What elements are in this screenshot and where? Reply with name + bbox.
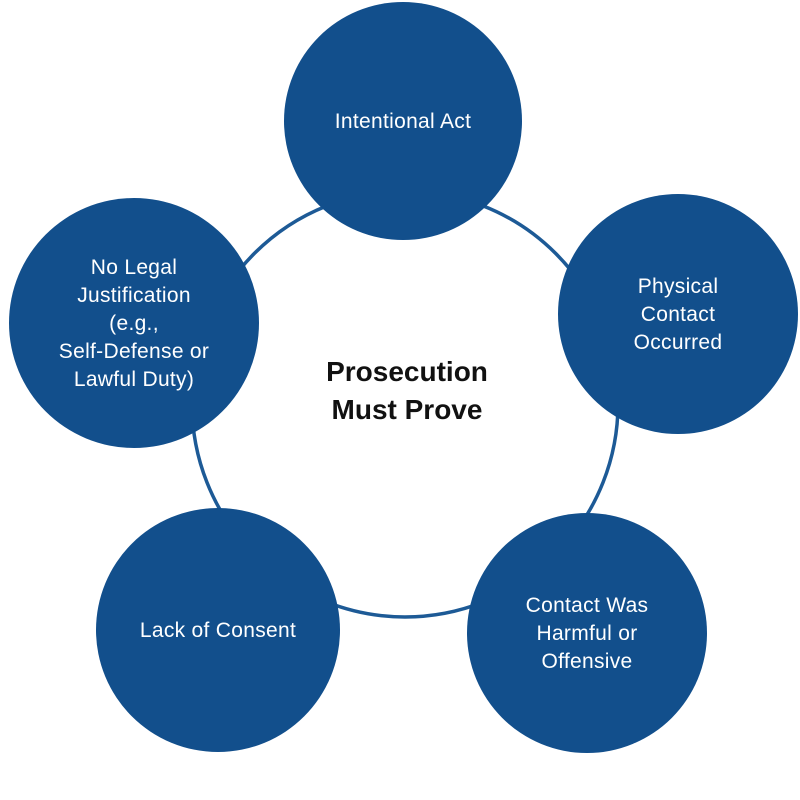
node-circle-no-legal-justification [9,198,259,448]
node-label-intentional-act: Intentional Act [335,110,471,133]
node-lack-of-consent: Lack of Consent [96,508,340,752]
node-label-line: Self-Defense or [59,340,209,363]
node-label-line: No Legal [91,256,177,279]
node-label-line: Intentional Act [335,110,471,133]
node-circle-intentional-act [284,2,522,240]
node-label-line: Lawful Duty) [74,368,194,391]
node-label-line: Offensive [541,650,632,673]
center-title-line: Must Prove [332,394,483,425]
node-label-line: (e.g., [109,312,159,335]
node-label-line: Contact Was [526,594,649,617]
center-title-line: Prosecution [326,356,488,387]
node-label-line: Contact [641,303,715,326]
node-label-line: Occurred [634,331,723,354]
node-circle-harmful-offensive [467,513,707,753]
node-label-line: Physical [638,275,719,298]
node-label-line: Justification [77,284,191,307]
node-circle-lack-of-consent [96,508,340,752]
node-intentional-act: Intentional Act [284,2,522,240]
node-circle-physical-contact [558,194,798,434]
node-label-line: Lack of Consent [140,619,296,642]
node-label-lack-of-consent: Lack of Consent [140,619,296,642]
node-label-line: Harmful or [536,622,637,645]
